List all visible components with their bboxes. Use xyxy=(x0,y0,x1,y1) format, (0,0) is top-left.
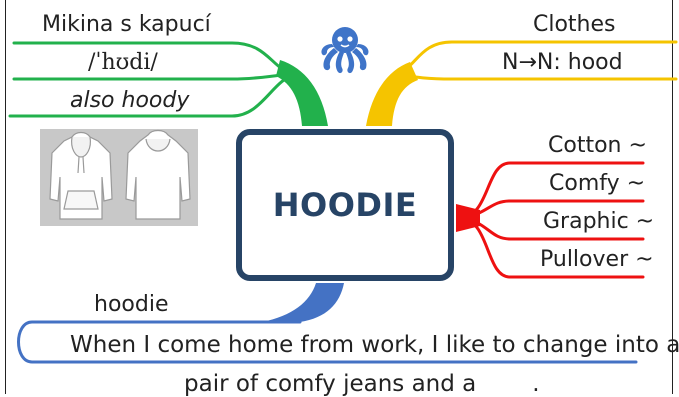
central-topic-label: HOODIE xyxy=(272,186,418,224)
example-sentence-end: . xyxy=(532,371,540,397)
red-branch-trunk xyxy=(456,204,480,232)
category-label: Clothes xyxy=(533,12,616,37)
collocation-cotton: Cotton ~ xyxy=(548,133,647,158)
hoodie-front-drawing xyxy=(49,131,113,220)
green-branch-trunk xyxy=(276,60,328,126)
spelling-variant-label: also hoody xyxy=(70,88,190,113)
example-sentence-line1: When I come home from work, I like to ch… xyxy=(70,332,679,358)
page-frame xyxy=(5,0,673,394)
example-sentence-line2-text: pair of comfy jeans and a xyxy=(184,371,477,397)
collocation-comfy: Comfy ~ xyxy=(549,171,646,196)
yellow-branch-trunk xyxy=(366,62,418,126)
collocation-pullover: Pullover ~ xyxy=(540,247,654,272)
octopus-icon xyxy=(321,27,369,74)
hoodie-back-drawing xyxy=(125,129,191,220)
central-topic-box: HOODIE xyxy=(236,129,454,281)
blue-branch-trunk xyxy=(262,283,344,322)
blue-branch-outline xyxy=(17,320,638,364)
translation-label: Mikina s kapucí xyxy=(42,12,211,37)
example-sentence-line2: pair of comfy jeans and a. xyxy=(184,371,540,397)
word-formation-label: N→N: hood xyxy=(502,50,623,75)
part-of-speech-label: hoodie xyxy=(94,292,169,317)
collocation-graphic: Graphic ~ xyxy=(543,209,655,234)
pronunciation-label: /ˈhʊdi/ xyxy=(88,50,158,75)
hoodie-image xyxy=(40,129,198,226)
